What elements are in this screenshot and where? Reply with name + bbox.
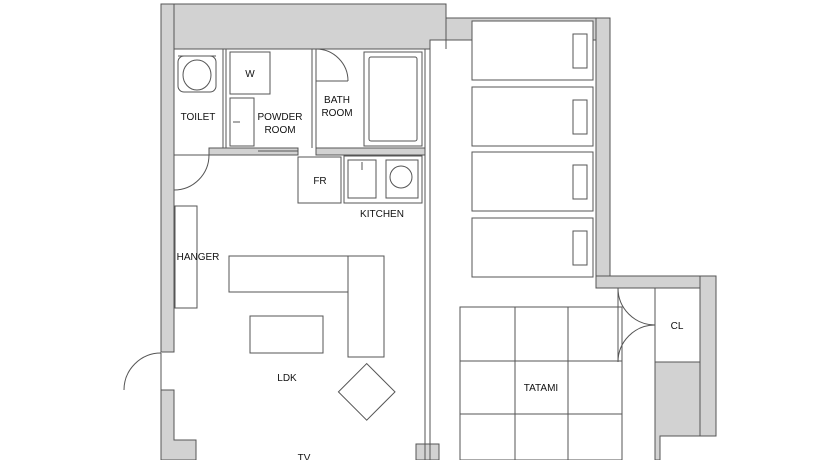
- tatami-room: TATAMI CL: [459, 287, 684, 460]
- pillow-1: [572, 33, 588, 69]
- kitchen-label: KITCHEN: [360, 209, 404, 220]
- wall-left-outer: [160, 3, 175, 353]
- sofa-side: [347, 255, 385, 358]
- ldk-room: HANGER LDK TV: [123, 205, 396, 460]
- wall-center-bottom: [415, 443, 440, 460]
- wall-right-step: [595, 275, 717, 289]
- washer-box: [229, 51, 271, 95]
- ldk-label: LDK: [277, 373, 297, 384]
- closet-label: CL: [671, 321, 684, 332]
- wall-left-lower: [160, 389, 197, 460]
- powder-room: W POWDER ROOM: [229, 51, 303, 152]
- fridge: [297, 156, 342, 204]
- pillow-3: [572, 164, 588, 200]
- tv-label: TV: [298, 453, 311, 460]
- pillow-4: [572, 230, 588, 266]
- pillow-2: [572, 99, 588, 135]
- tatami-grid: [459, 306, 623, 460]
- coffee-table: [249, 315, 324, 354]
- side-table: [337, 362, 396, 421]
- wall-wet-area: [208, 147, 299, 156]
- hanger-closet: [174, 205, 198, 309]
- hanger-label: HANGER: [177, 252, 220, 263]
- washer-label: W: [245, 69, 255, 80]
- wall-bath-bottom: [315, 147, 426, 156]
- fridge-label: FR: [313, 176, 326, 187]
- powder-label-2: ROOM: [264, 125, 295, 136]
- wall-right-cl: [699, 275, 717, 437]
- burner: [389, 165, 413, 189]
- kitchen: FR KITCHEN: [297, 155, 423, 220]
- bath-room: BATH ROOM: [315, 48, 423, 147]
- bath-label-1: BATH: [324, 95, 350, 106]
- wall-right-upper: [595, 17, 611, 277]
- bed-area: [471, 20, 594, 278]
- toilet-room: TOILET: [173, 55, 217, 191]
- wall-right-lower: [654, 361, 716, 460]
- toilet-label: TOILET: [181, 112, 216, 123]
- powder-label-1: POWDER: [258, 112, 303, 123]
- tatami-label: TATAMI: [524, 383, 558, 394]
- bath-label-2: ROOM: [321, 108, 352, 119]
